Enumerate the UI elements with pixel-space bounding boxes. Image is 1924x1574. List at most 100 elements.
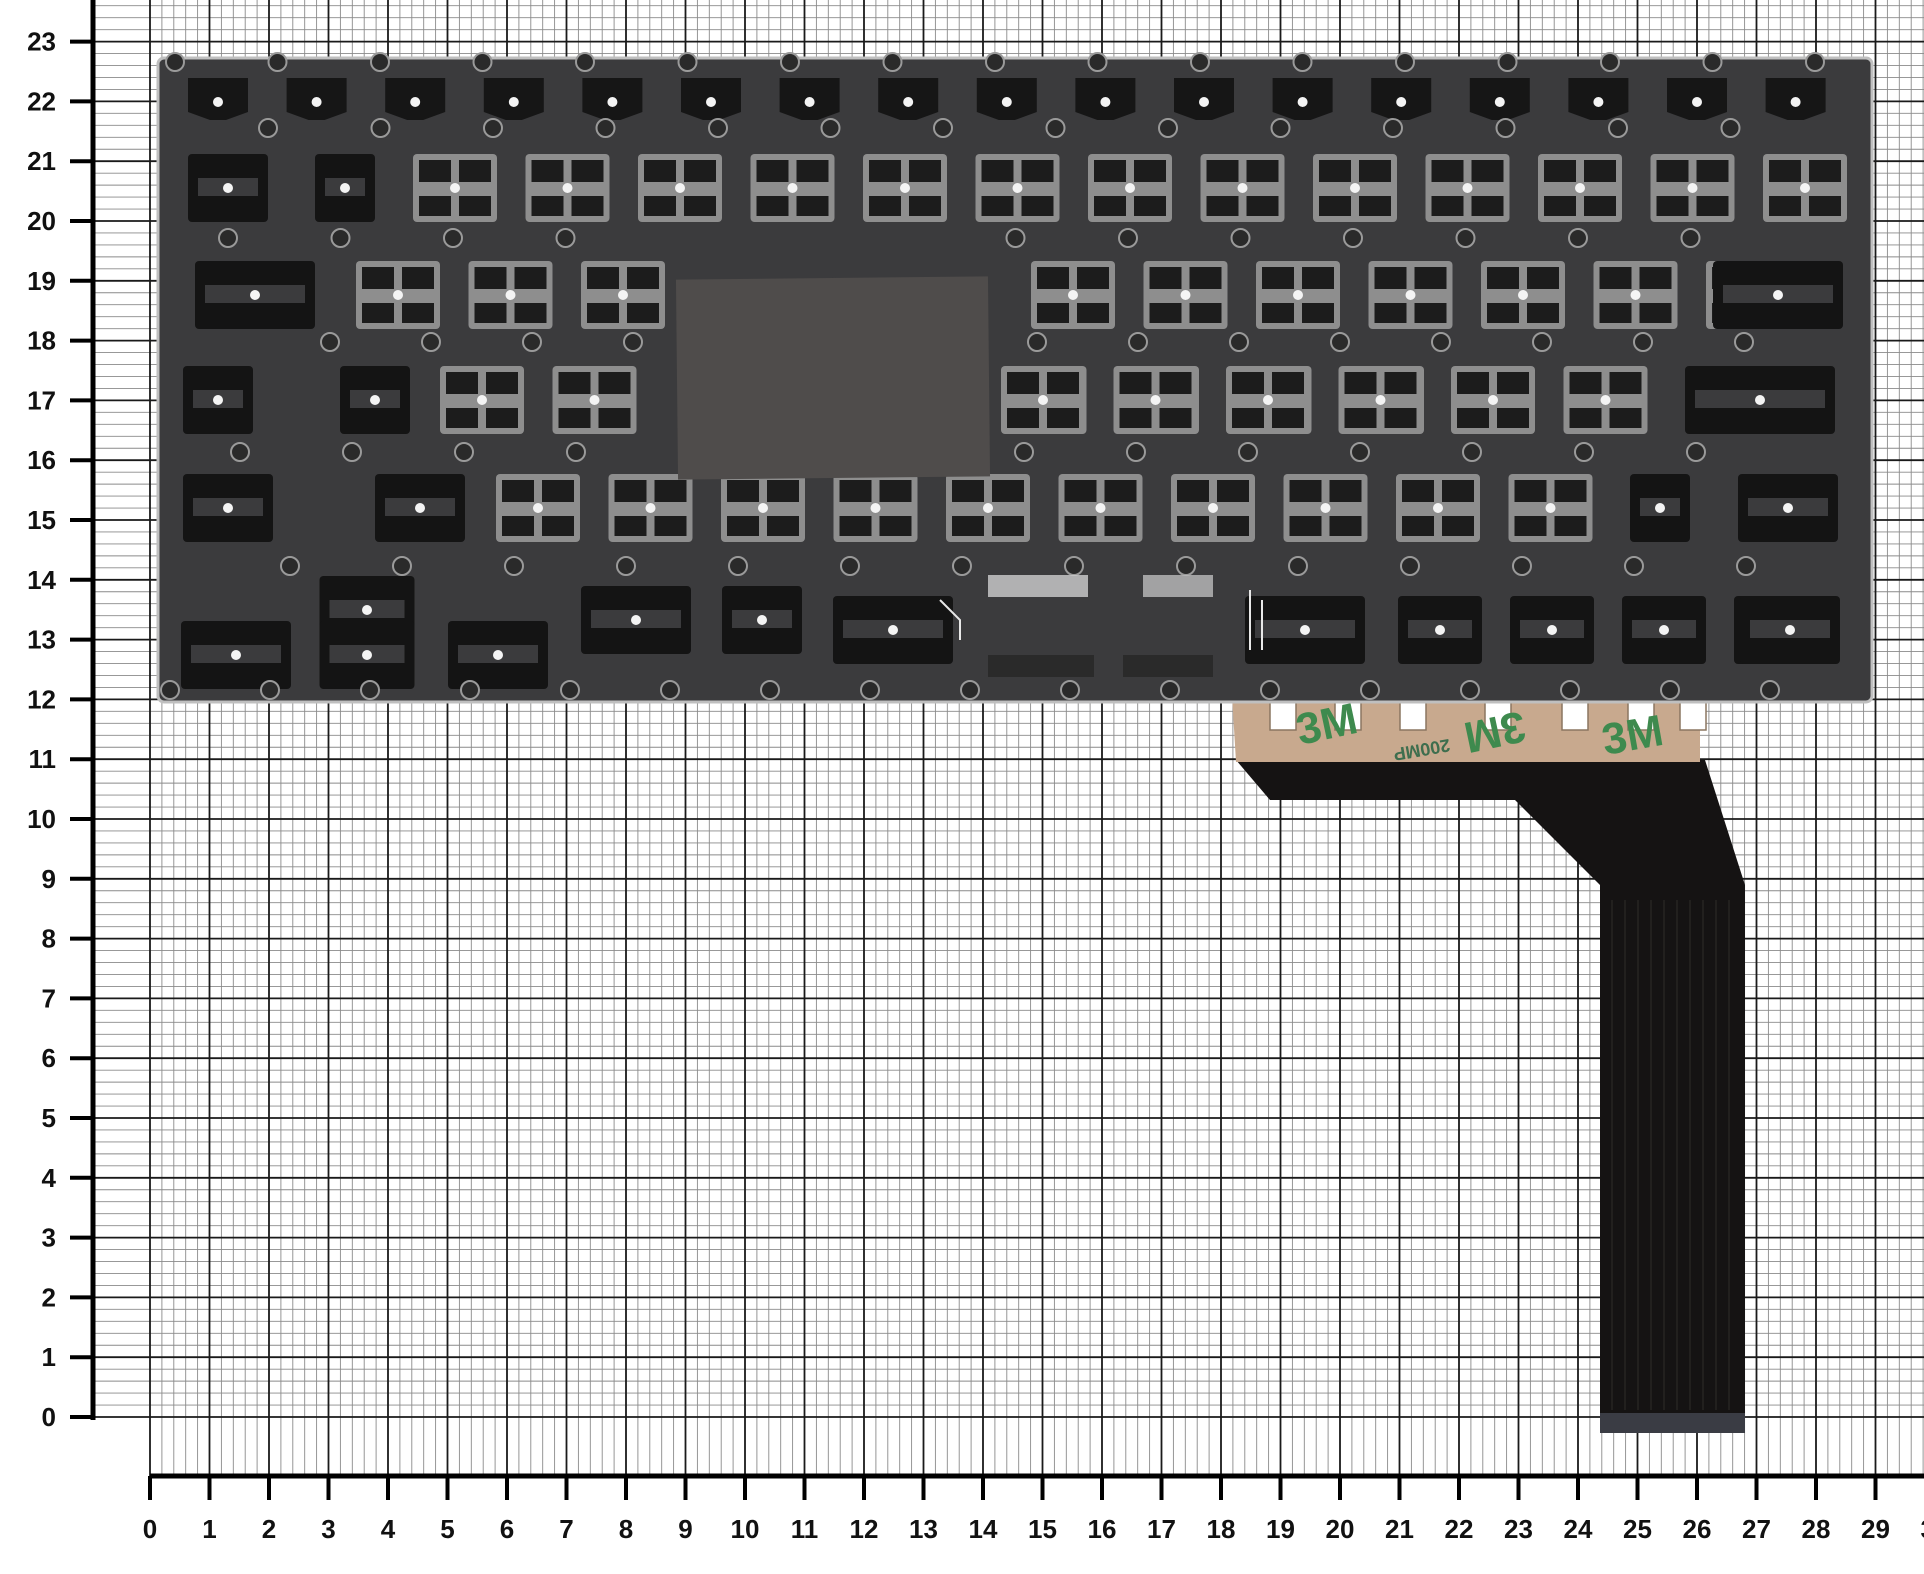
foam-pad <box>675 276 991 480</box>
x-tick-label: 6 <box>500 1514 514 1544</box>
key-switch-cell <box>833 474 918 542</box>
screw-hole <box>708 118 728 138</box>
screw-hole <box>575 52 595 72</box>
screw-hole <box>1720 118 1741 138</box>
screw-hole <box>985 52 1005 72</box>
x-tick-label: 19 <box>1266 1514 1295 1544</box>
x-tick-label: 26 <box>1683 1514 1712 1544</box>
key-switch-cell <box>356 261 440 329</box>
screw-hole <box>1176 556 1196 576</box>
function-key-cell <box>1272 78 1333 120</box>
function-key-cell <box>483 78 544 120</box>
wide-key-cell <box>1245 596 1365 664</box>
key-switch-cell <box>1200 154 1285 222</box>
screw-hole <box>1060 680 1080 700</box>
function-key-cell <box>779 78 840 120</box>
wide-key-cell <box>722 586 802 654</box>
key-switch-cell <box>1593 261 1678 329</box>
y-tick-label: 15 <box>27 505 56 535</box>
screw-hole <box>728 556 748 576</box>
key-switch-cell <box>1313 154 1397 222</box>
wide-key-cell <box>183 366 253 434</box>
screw-hole <box>1624 556 1644 576</box>
key-switch-cell <box>638 154 722 222</box>
x-tick-label: 22 <box>1445 1514 1474 1544</box>
screw-hole <box>522 332 542 352</box>
screw-hole <box>1230 228 1251 248</box>
screw-hole <box>882 52 903 72</box>
y-tick-label: 16 <box>27 445 56 475</box>
x-tick-label: 17 <box>1147 1514 1176 1544</box>
screw-hole <box>780 52 800 72</box>
key-switch-cell <box>1001 366 1085 434</box>
screw-hole <box>623 332 643 352</box>
screw-hole <box>1288 556 1308 576</box>
screw-hole <box>1350 442 1370 462</box>
wide-key-cell <box>1398 596 1482 664</box>
function-key-cell <box>681 78 741 120</box>
screw-hole <box>1118 228 1138 248</box>
screw-hole <box>1495 118 1516 138</box>
screw-hole <box>1608 118 1628 138</box>
key-switch-cell <box>1088 154 1172 222</box>
screw-hole <box>472 52 493 72</box>
key-switch-cell <box>1283 474 1368 542</box>
y-tick-label: 5 <box>42 1103 56 1133</box>
key-switch-cell <box>863 154 947 222</box>
tape-slot <box>1679 699 1707 731</box>
ribbon-cable-tip <box>1600 1413 1745 1433</box>
y-tick-label: 8 <box>42 924 56 954</box>
key-switch-cell <box>750 154 835 222</box>
tape-slot <box>1269 699 1297 731</box>
function-key-cell <box>1075 78 1136 120</box>
key-switch-cell <box>1256 261 1340 329</box>
wide-key-cell <box>1685 366 1835 434</box>
screw-hole <box>443 228 463 248</box>
key-switch-cell <box>1650 154 1735 222</box>
screw-hole <box>1292 52 1313 72</box>
screw-hole <box>1360 680 1380 700</box>
adhesive-tape: 3M 200MP 3M 3M <box>1232 694 1707 765</box>
key-switch-cell <box>1226 366 1310 434</box>
y-tick-label: 7 <box>42 983 56 1013</box>
screw-hole <box>460 680 480 700</box>
tape-label-4: 3M <box>1598 706 1667 765</box>
screw-hole <box>1045 118 1066 138</box>
key-switch-cell <box>1538 154 1622 222</box>
screw-hole <box>1532 332 1552 352</box>
screw-hole <box>1027 332 1047 352</box>
keyboard-backplate <box>156 52 1874 704</box>
screw-hole <box>160 680 180 700</box>
key-switch-cell <box>413 154 497 222</box>
screw-hole <box>1400 556 1420 576</box>
key-switch-cell <box>440 366 524 434</box>
x-tick-label: 15 <box>1028 1514 1057 1544</box>
screw-hole <box>1686 442 1706 462</box>
key-switch-cell <box>552 366 637 434</box>
x-tick-label: 29 <box>1861 1514 1890 1544</box>
screw-hole <box>1702 52 1723 72</box>
y-tick-label: 14 <box>27 565 56 595</box>
function-key-cell <box>1667 78 1727 120</box>
screw-hole <box>820 118 841 138</box>
screw-hole <box>760 680 780 700</box>
function-key-cell <box>188 78 248 120</box>
key-switch-cell <box>1396 474 1480 542</box>
screw-hole <box>260 680 280 700</box>
y-tick-label: 20 <box>27 206 56 236</box>
key-switch-cell <box>525 154 610 222</box>
wide-key-cell <box>181 621 291 689</box>
function-key-cell <box>1371 78 1432 120</box>
wide-key-cell <box>1622 596 1706 664</box>
key-switch-cell <box>608 474 693 542</box>
y-tick-label: 10 <box>27 804 56 834</box>
screw-hole <box>1343 228 1363 248</box>
x-tick-label: 14 <box>969 1514 998 1544</box>
x-tick-label: 16 <box>1088 1514 1117 1544</box>
wide-key-cell <box>1738 474 1838 542</box>
key-switch-cell <box>496 474 580 542</box>
x-tick-label: 12 <box>850 1514 879 1544</box>
screw-hole <box>504 556 524 576</box>
y-tick-label: 3 <box>42 1223 56 1253</box>
